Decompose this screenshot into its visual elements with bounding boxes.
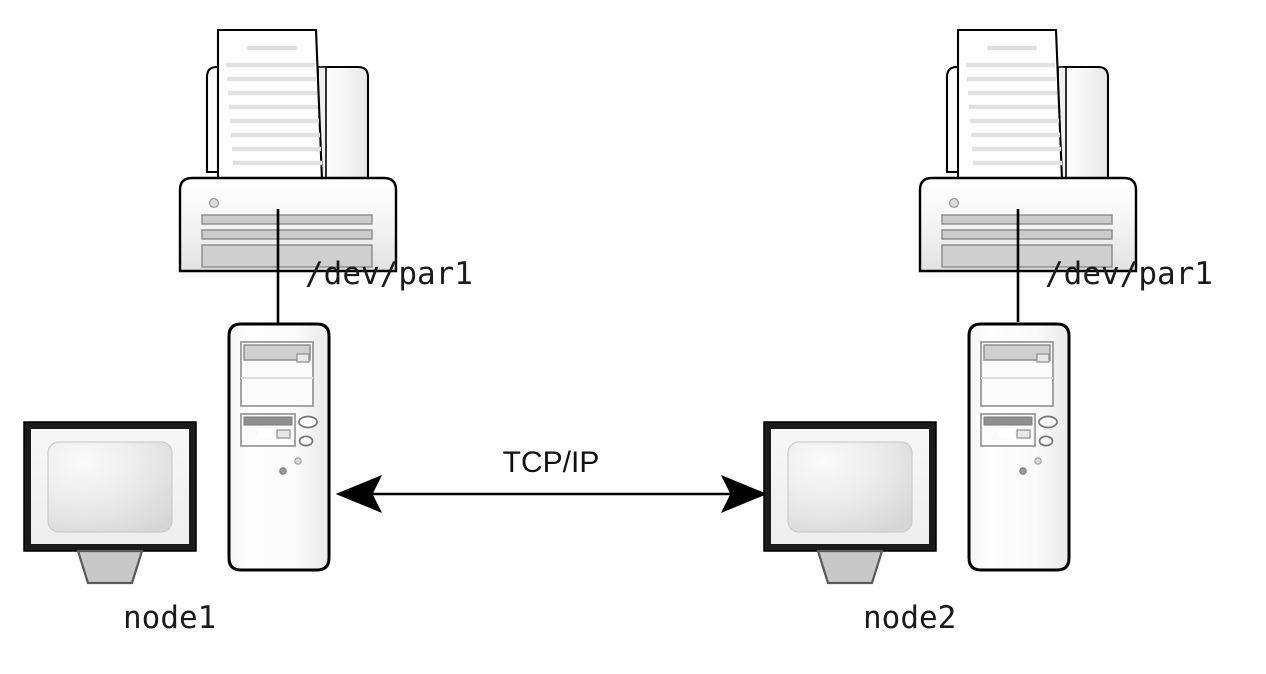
node1-printer-icon[interactable] — [180, 30, 396, 271]
tcpip-arrowhead-right — [720, 475, 768, 513]
node2-group: /dev/par1 node2 — [762, 30, 1213, 636]
node1-printer-link-label: /dev/par1 — [305, 256, 473, 292]
node2-computer-tower-icon[interactable] — [967, 322, 1071, 572]
tcpip-connection: TCP/IP — [335, 446, 768, 513]
tcpip-arrowhead-left — [335, 475, 383, 513]
node1-label: node1 — [123, 600, 216, 636]
node2-monitor-icon[interactable] — [762, 420, 938, 585]
node1-group: /dev/par1 node1 — [22, 30, 473, 636]
node2-printer-link-label: /dev/par1 — [1045, 256, 1213, 292]
tcpip-label: TCP/IP — [503, 446, 600, 479]
node2-printer-icon[interactable] — [920, 30, 1136, 271]
node2-label: node2 — [863, 600, 956, 636]
node1-monitor-icon[interactable] — [22, 420, 198, 585]
node1-computer-tower-icon[interactable] — [227, 322, 331, 572]
